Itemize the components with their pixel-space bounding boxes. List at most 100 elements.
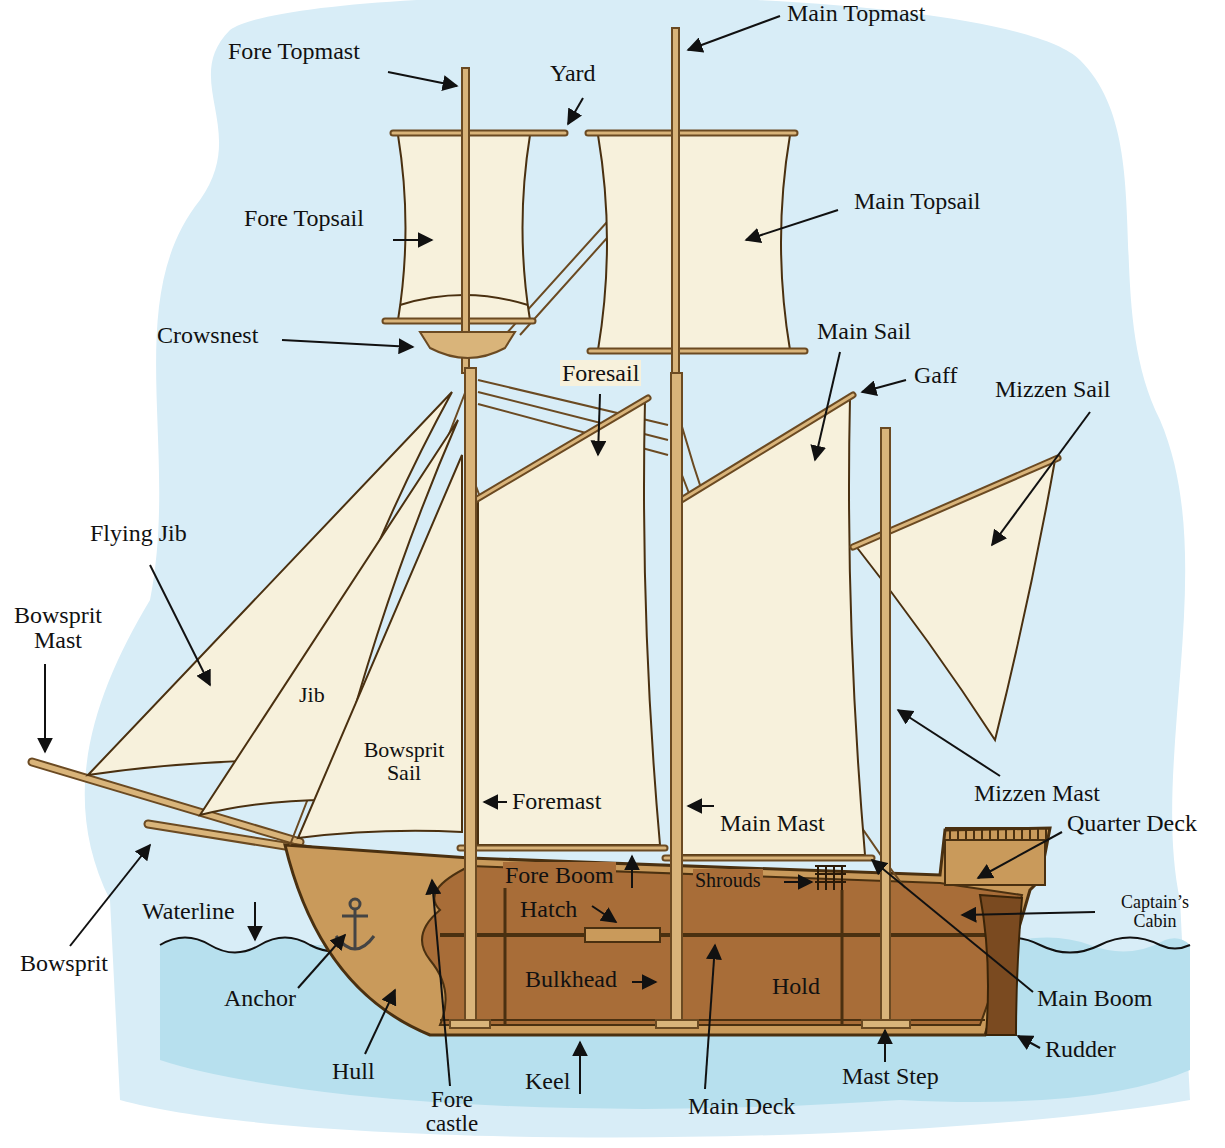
leader-arrow xyxy=(282,340,413,347)
leader-arrow xyxy=(688,16,780,50)
part-label: Anchor xyxy=(222,985,298,1011)
anchor-symbol xyxy=(336,899,374,950)
bowsprit-sail xyxy=(298,455,462,838)
sky-cloud xyxy=(85,0,1190,1137)
fore-boom xyxy=(460,847,665,850)
leader-arrow xyxy=(992,412,1090,545)
foremast xyxy=(465,368,476,1025)
part-label: Main Sail xyxy=(815,318,913,344)
part-label: Mizzen Sail xyxy=(993,376,1112,402)
main-sail xyxy=(682,398,865,855)
leader-arrow xyxy=(393,239,432,241)
main-topmast xyxy=(672,28,679,378)
leader-arrow xyxy=(746,210,838,240)
part-label: Hold xyxy=(770,973,822,999)
main-mast xyxy=(671,373,682,1025)
leader-arrow xyxy=(688,805,714,807)
leader-arrow xyxy=(631,856,633,888)
part-label: Yard xyxy=(548,60,598,86)
fore-top-yard xyxy=(393,130,565,137)
part-label: Main Topsail xyxy=(852,188,983,214)
part-label: Fore Topmast xyxy=(226,38,362,64)
part-label: Fore Topsail xyxy=(242,205,366,231)
main-deck-line xyxy=(440,933,1000,937)
part-label: Flying Jib xyxy=(88,520,189,546)
leader-arrow xyxy=(872,860,1033,992)
fore-topmast xyxy=(462,68,469,373)
part-label: Main Boom xyxy=(1035,985,1154,1011)
leader-arrow xyxy=(884,1030,886,1062)
leader-arrow xyxy=(592,906,616,922)
fore-lower-yard xyxy=(385,318,533,325)
hatch-cover xyxy=(585,928,660,942)
part-label: Mizzen Mast xyxy=(972,780,1102,806)
fore-top-yard xyxy=(393,132,565,135)
main-lower-yard xyxy=(590,348,805,355)
part-label: Bulkhead xyxy=(523,966,619,992)
bulkhead-wall xyxy=(841,890,844,1025)
masts xyxy=(450,28,910,1028)
main-topsail xyxy=(598,135,790,350)
leader-arrow xyxy=(898,710,1000,776)
leader-arrow xyxy=(705,945,715,1089)
main-lower-yard xyxy=(590,350,805,353)
leader-arrow xyxy=(365,990,395,1054)
leader-arrow xyxy=(432,880,450,1086)
part-label: Bowsprit xyxy=(18,950,110,976)
quarter-deck-rail xyxy=(945,828,1048,840)
leader-arrow xyxy=(70,845,150,946)
spars xyxy=(385,133,1058,858)
leader-arrow xyxy=(632,981,656,983)
part-label: Quarter Deck xyxy=(1065,810,1199,836)
leader-arrow xyxy=(862,380,906,392)
part-label: Hatch xyxy=(518,896,579,922)
leader-arrow xyxy=(298,935,345,988)
main-boom xyxy=(665,857,872,860)
shrouds-ladder xyxy=(815,865,846,890)
part-label: Fore Boom xyxy=(503,862,616,888)
part-label: Crowsnest xyxy=(155,322,260,348)
fore-boom xyxy=(460,845,665,852)
mast-step xyxy=(862,1020,910,1028)
part-label: Foresail xyxy=(560,360,641,386)
part-label: Rudder xyxy=(1043,1036,1118,1062)
part-label: Jib xyxy=(297,683,327,707)
fore-gaff xyxy=(472,398,648,502)
part-label: Shrouds xyxy=(693,869,763,891)
part-label: Waterline xyxy=(140,898,237,924)
leader-arrow xyxy=(484,801,507,803)
leader-arrows xyxy=(45,16,1095,1094)
leader-arrow xyxy=(579,1042,581,1094)
part-label: Main Deck xyxy=(686,1093,797,1119)
main-boom xyxy=(665,855,872,862)
part-label: Captain’s Cabin xyxy=(1098,893,1212,931)
part-label: Bowsprit Sail xyxy=(352,738,456,784)
part-label: Mast Step xyxy=(840,1063,941,1089)
spars-fill xyxy=(385,133,1058,858)
leader-arrow xyxy=(598,394,600,455)
part-label: Fore castle xyxy=(405,1088,499,1136)
crowsnest xyxy=(420,332,515,358)
mast-step xyxy=(656,1020,698,1028)
fore-gaff xyxy=(472,398,648,502)
leader-arrow xyxy=(388,72,457,86)
part-label: Bowsprit Mast xyxy=(2,603,114,653)
quarter-deck-wall xyxy=(945,840,1045,885)
leader-arrow xyxy=(568,98,583,124)
mizzen-mast xyxy=(881,428,890,1025)
fore-lower-yard xyxy=(385,320,533,323)
leader-arrow xyxy=(815,352,840,460)
hull-outer xyxy=(285,828,1050,1035)
part-label: Main Mast xyxy=(718,810,827,836)
leader-arrow xyxy=(784,881,812,883)
foresail xyxy=(478,400,660,845)
hull-cutaway xyxy=(422,866,1022,1025)
leader-arrow xyxy=(1018,1036,1040,1048)
anchor-ring xyxy=(350,899,360,909)
part-label: Foremast xyxy=(510,788,603,814)
part-label: Hull xyxy=(330,1058,377,1084)
part-label: Gaff xyxy=(912,362,960,388)
bulkhead-wall xyxy=(504,880,507,1025)
